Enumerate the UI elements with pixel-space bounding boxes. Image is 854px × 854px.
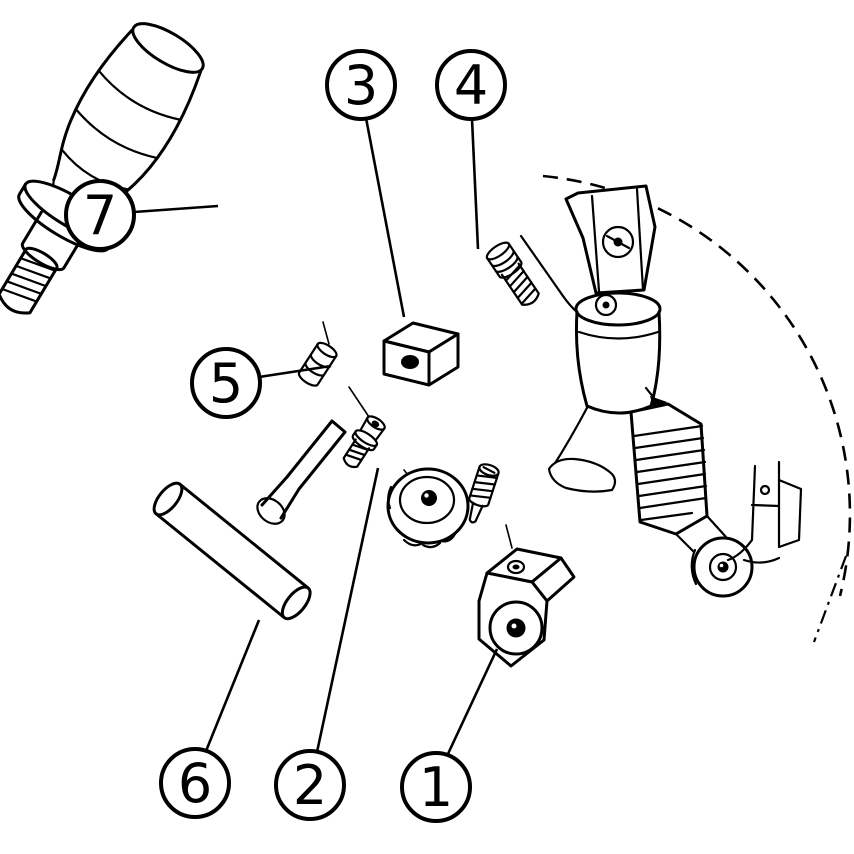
spring-screw-tip: [468, 501, 484, 524]
serrated-clamp: [629, 402, 709, 536]
part-spring-screw: [468, 463, 500, 524]
dial-inner-ring: [398, 475, 456, 525]
handle-thread-outline: [0, 246, 59, 315]
callout-1-label: 1: [419, 756, 453, 819]
callout-2: 2: [274, 467, 380, 821]
crossbar-right-cap: [280, 585, 312, 621]
callout-2-bubble: [274, 749, 346, 821]
callout-1-bubble: [400, 751, 472, 823]
callout-2-label: 2: [293, 754, 327, 817]
right-guard-lines: [750, 460, 781, 548]
callout-2-leader: [315, 467, 380, 753]
part-set-screw: [485, 241, 540, 306]
dial-center-hole: [421, 490, 437, 506]
part-dial: [386, 467, 470, 549]
callout-4: 4: [435, 49, 507, 250]
axis-line-handle-to-pin: [322, 321, 330, 345]
set-screw-thread-hatching: [504, 264, 537, 305]
axis-line-spring-to-block: [505, 524, 513, 549]
callout-3-bubble: [325, 49, 397, 121]
callout-1-leader: [445, 648, 499, 757]
assembled-machine-view: [519, 174, 852, 643]
machine-shoulder: [574, 291, 662, 327]
bracket-inner-lines: [590, 187, 645, 293]
clamp-screw-socket: [371, 420, 380, 428]
dial-center-highlight: [424, 493, 429, 498]
callout-3-leader: [364, 117, 406, 318]
callout-3: 3: [325, 49, 406, 318]
callout-6-bubble: [159, 747, 231, 819]
set-screw-head: [486, 242, 523, 279]
handle-thread-hatching: [1, 257, 57, 303]
t-handle-shaft: [285, 419, 347, 491]
axis-line-pin-to-screw: [348, 386, 370, 418]
spring-coils: [469, 474, 499, 499]
callout-4-bubble: [435, 49, 507, 121]
callout-7: 7: [64, 179, 219, 251]
callout-7-label: 7: [83, 184, 117, 247]
block-hole: [401, 355, 419, 369]
pin-body: [297, 342, 338, 387]
callout-6: 6: [159, 619, 261, 819]
cartridge-boss-hole: [506, 618, 526, 638]
right-guard-plate: [777, 478, 803, 549]
wheel-hub-highlight: [719, 563, 724, 568]
crossbar-sides: [154, 482, 310, 620]
machine-wing: [547, 457, 617, 493]
dial-outer-rim: [386, 467, 470, 545]
t-handle-cone: [260, 475, 301, 520]
callout-1: 1: [400, 648, 499, 823]
callout-4-leader: [470, 118, 480, 250]
body-contour-line: [577, 330, 660, 340]
cartridge-top-hole-center: [512, 564, 520, 570]
handle-cap: [131, 22, 205, 74]
callout-3-label: 3: [344, 54, 378, 117]
part-block: [382, 321, 460, 387]
callout-7-bubble: [64, 179, 136, 251]
clamp-screw-flange-rim: [351, 430, 378, 452]
guard-pin-hole: [759, 484, 771, 496]
callout-5-bubble: [190, 347, 262, 419]
clamp-serrations: [632, 424, 708, 522]
wheel-hub: [717, 561, 729, 573]
machine-outline-dashed-arc: [542, 174, 852, 597]
spring-screw-slot: [482, 466, 496, 474]
clamp-screw-thread-hatching: [344, 443, 370, 462]
callout-4-label: 4: [454, 54, 488, 117]
callout-6-leader: [204, 619, 261, 752]
cartridge-boss-highlight: [511, 623, 517, 629]
wheel-bracket-arc: [690, 548, 698, 586]
dial-notch: [387, 485, 393, 510]
bracket-screw-center: [613, 237, 623, 247]
wheel-arm-lines: [674, 514, 728, 554]
t-handle-crossbar: [152, 481, 312, 621]
callout-7-leader: [133, 204, 219, 214]
callout-5: 5: [190, 347, 332, 419]
block-right-face: [427, 332, 460, 387]
guard-lower-edge: [726, 538, 781, 564]
dial-scallops: [402, 532, 457, 549]
callout-5-label: 5: [209, 352, 243, 415]
callout-6-label: 6: [178, 752, 212, 815]
part-cartridge-block: [477, 547, 576, 668]
part-pin: [297, 341, 338, 387]
shoulder-hole-center: [602, 301, 610, 309]
clamp-screw-shank: [358, 416, 386, 443]
callout-5-leader: [258, 364, 332, 379]
part-t-handle: [152, 419, 347, 621]
insert-edge-line: [644, 386, 656, 400]
part-clamp-screw: [342, 415, 386, 469]
wheel-inner-ring: [708, 552, 738, 582]
